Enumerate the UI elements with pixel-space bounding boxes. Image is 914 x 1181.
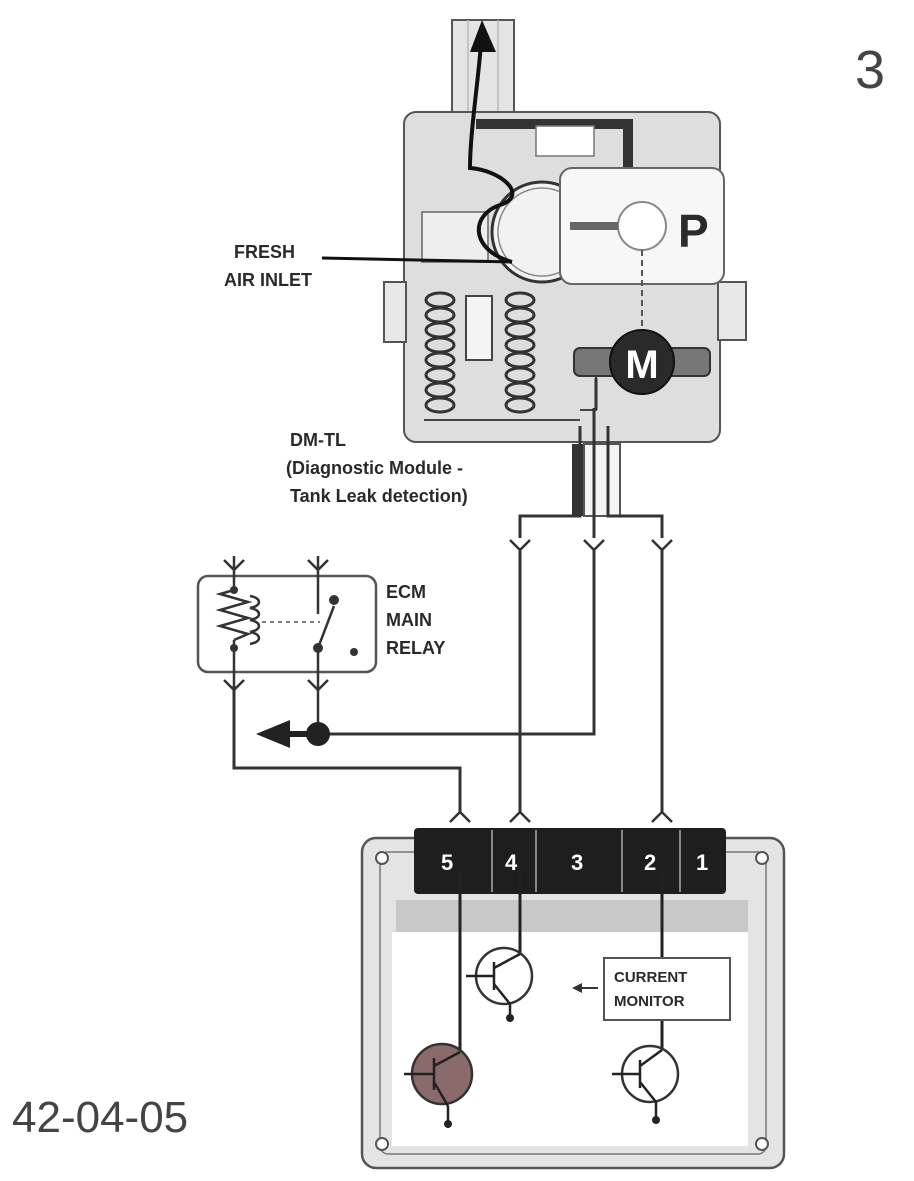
pin-5: 5 (441, 850, 453, 875)
current-monitor-box (603, 957, 731, 1021)
fresh-air-label-line1: FRESH (234, 242, 295, 262)
relay-label-line2: MAIN (386, 610, 432, 630)
fresh-air-label-line2: AIR INLET (224, 270, 312, 290)
module-name-line2: (Diagnostic Module - (286, 458, 463, 478)
fresh-air-pointer (321, 256, 513, 264)
pin-4: 4 (505, 850, 518, 875)
right-lug (717, 281, 747, 341)
motor (609, 329, 675, 395)
transistor-pin4 (466, 946, 534, 1022)
pin-3: 3 (571, 850, 583, 875)
relay-label-line1: ECM (386, 582, 426, 602)
spring-left (424, 291, 456, 414)
signal-wires (232, 550, 664, 812)
motor-symbol: M (625, 343, 658, 387)
page-number: 3 (855, 40, 885, 100)
current-monitor-line1: CURRENT (614, 969, 687, 986)
transistor-pin2 (612, 1044, 680, 1124)
pump-symbol: P (678, 205, 709, 257)
left-lug (383, 281, 407, 343)
air-flow-arrow (467, 29, 515, 264)
dm-tl-module: P M (383, 19, 747, 443)
relay-label-line3: RELAY (386, 638, 445, 658)
module-name-line1: DM-TL (290, 430, 346, 450)
figure-code: 42-04-05 (12, 1093, 188, 1142)
transistor-pin5 (404, 1042, 474, 1128)
module-terminals (509, 539, 673, 552)
pin-1: 1 (696, 850, 708, 875)
power-feed-arrow (256, 720, 290, 748)
pin-2: 2 (644, 850, 656, 875)
ecm-main-relay (196, 556, 378, 734)
relay-contact (316, 605, 336, 649)
current-monitor-line2: MONITOR (614, 993, 685, 1010)
spring-right (504, 291, 536, 414)
wire-junction (306, 722, 330, 746)
relay-coil (215, 588, 253, 642)
module-wiring (518, 378, 664, 538)
connector-band (396, 900, 748, 932)
module-name-line3: Tank Leak detection) (290, 486, 468, 506)
